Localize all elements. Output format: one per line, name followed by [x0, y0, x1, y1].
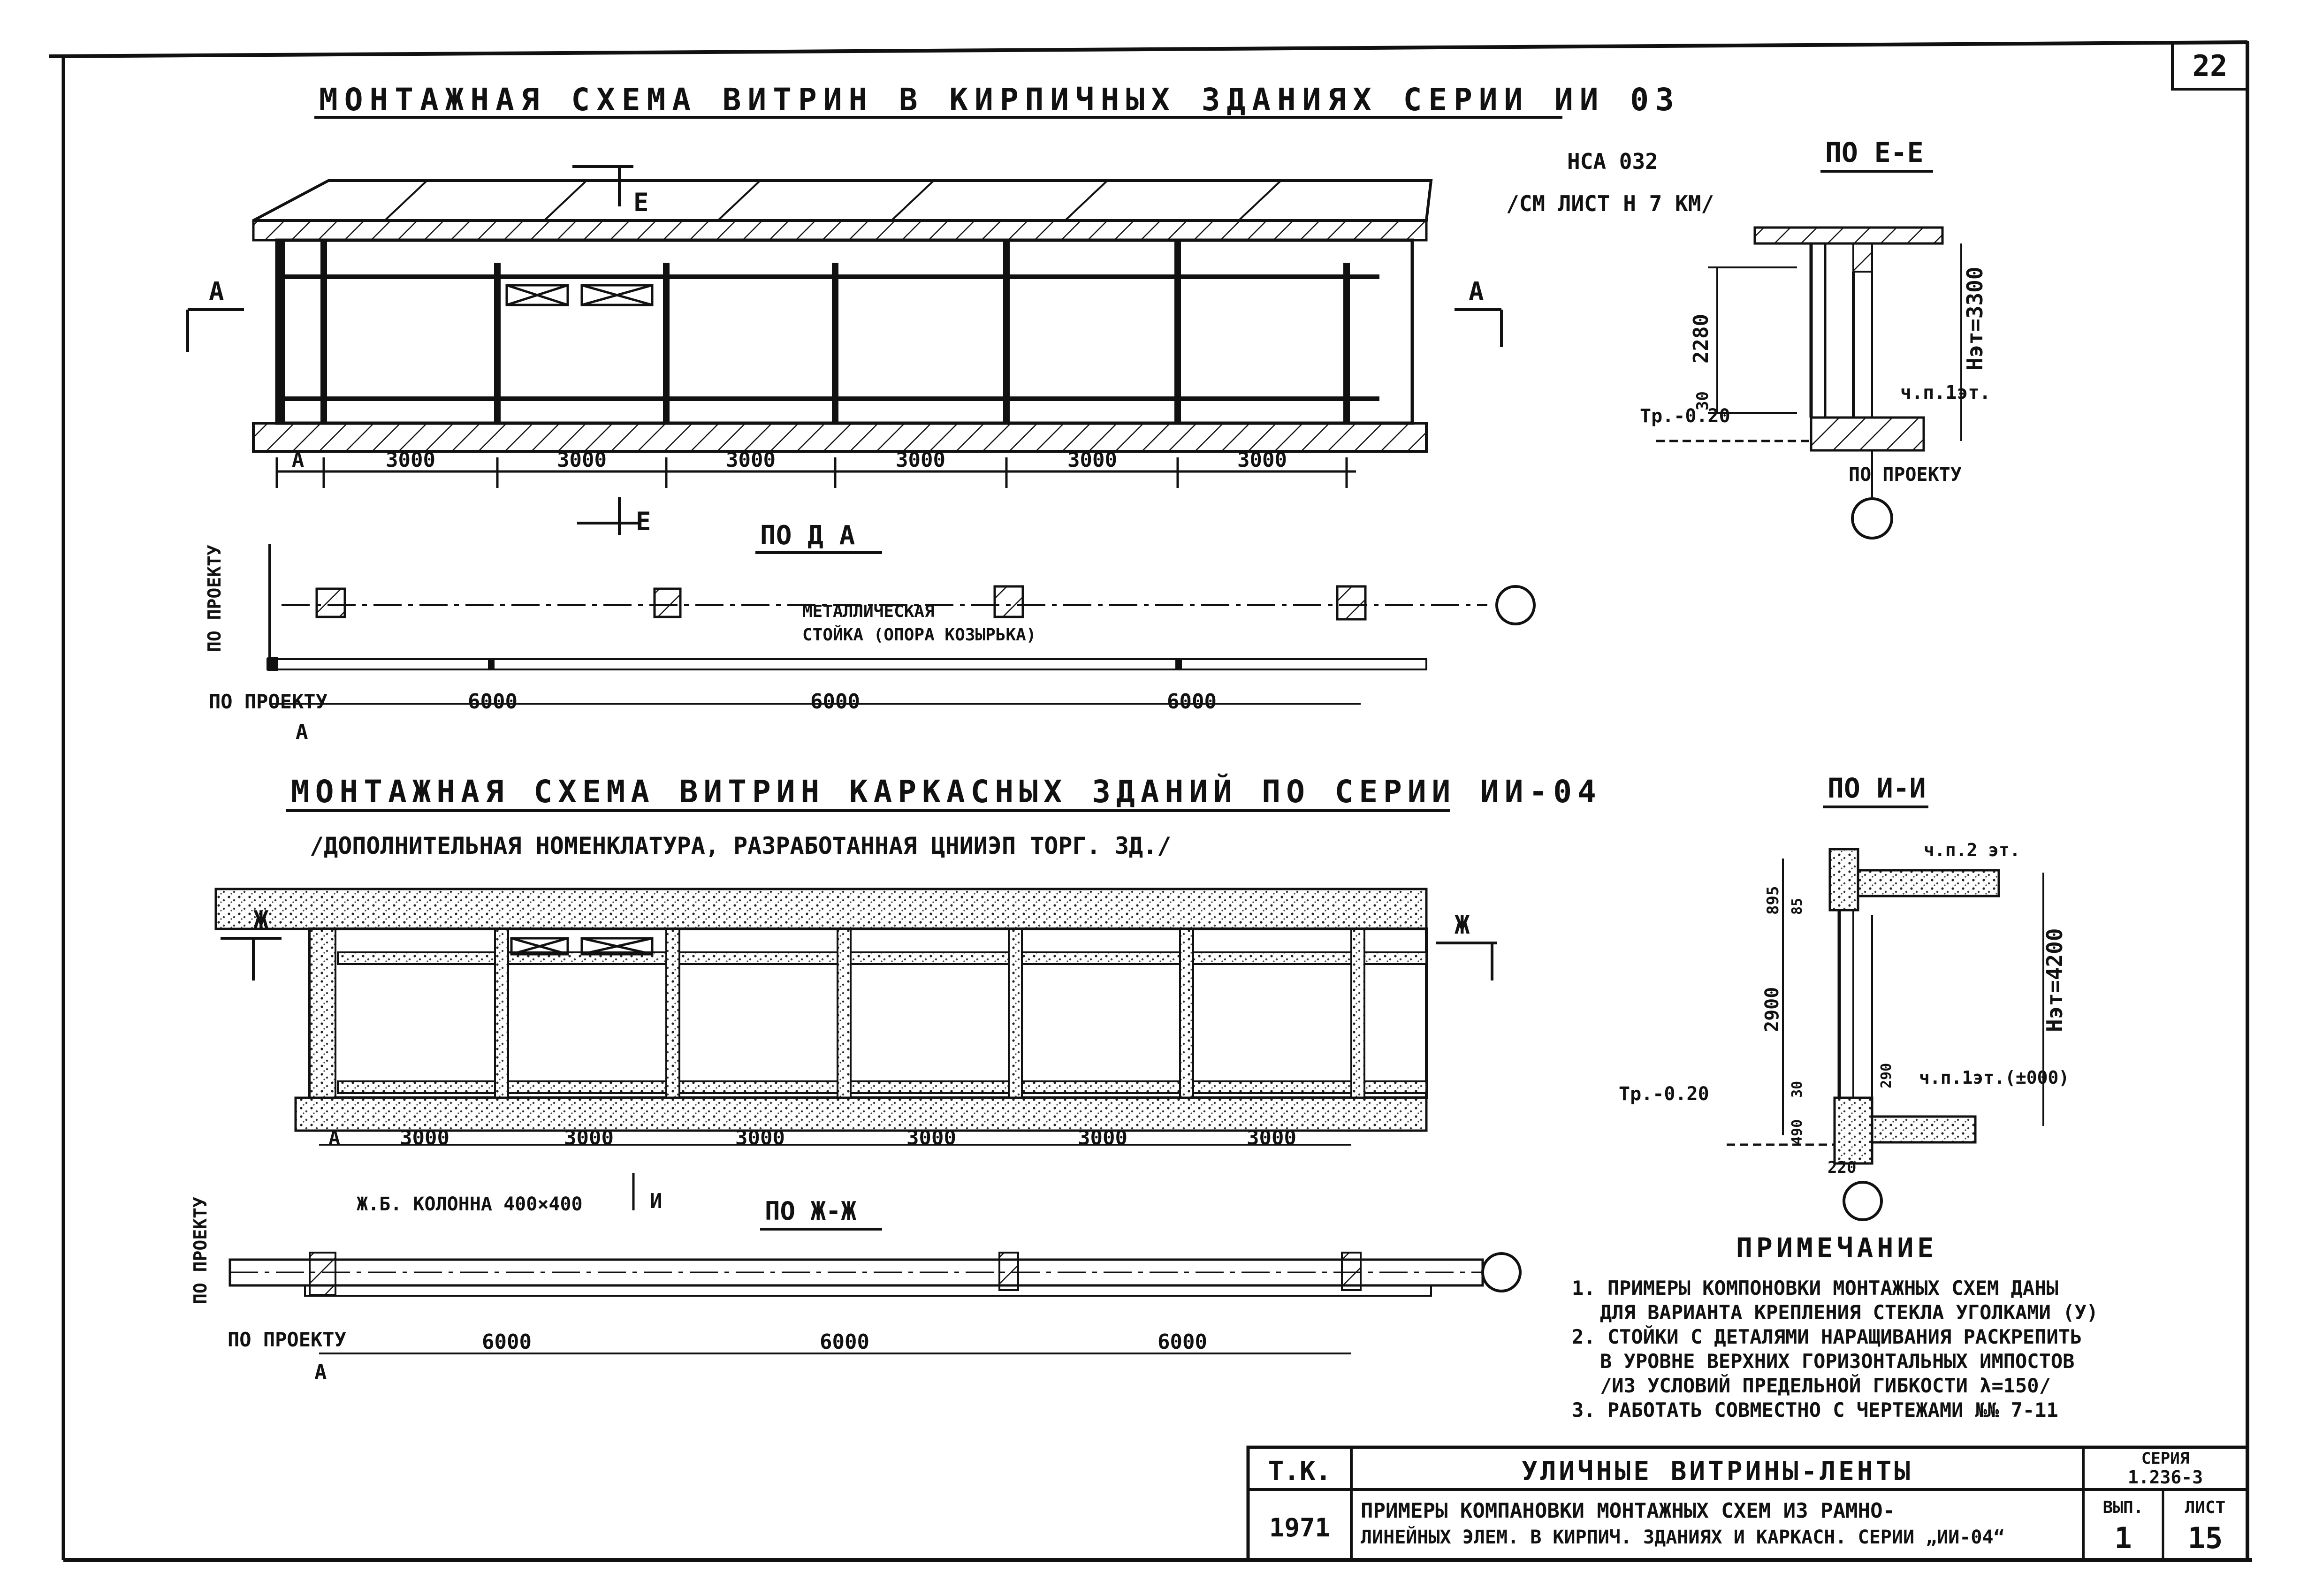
- plan2-view-title: ПО Ж-Ж: [765, 1196, 857, 1226]
- plan1-plan-dim-3: 6000: [1167, 690, 1217, 714]
- sectionI-dim-h: Нэт=4200: [2042, 928, 2067, 1032]
- plan1-dim-6: 3000: [1237, 448, 1287, 472]
- plan2-mark-left: Ж: [253, 905, 269, 935]
- plan1-dim-3: 3000: [726, 448, 776, 472]
- plan1-ref-code: НСА 032: [1567, 149, 1658, 174]
- title-issue-label: ВЫП.: [2103, 1498, 2144, 1517]
- title-main: УЛИЧНЫЕ ВИТРИНЫ-ЛЕНТЫ: [1522, 1456, 1913, 1487]
- sectionE-dim-2280: 2280: [1689, 314, 1713, 364]
- note-line-1: 1. ПРИМЕРЫ КОМПОНОВКИ МОНТАЖНЫХ СХЕМ ДАН…: [1572, 1277, 2058, 1300]
- sectionI-dim-290: 290: [1878, 1063, 1895, 1088]
- sectionI-level-1: ч.п.1эт.(±000): [1919, 1067, 2069, 1088]
- plan2-dim-4: 3000: [906, 1126, 956, 1150]
- plan2-dim-3: 3000: [735, 1126, 785, 1150]
- title-series-label: СЕРИЯ: [2141, 1449, 2189, 1468]
- plan1-mark-E-bottom: Е: [636, 507, 651, 536]
- plan1-dim-4: 3000: [896, 448, 945, 472]
- plan1-view-title: ПО Д А: [760, 520, 855, 551]
- plan2-mark-right: Ж: [1455, 910, 1470, 940]
- sectionE-block: ПО Е-Е 2280 30 Нэт=3300 Тр.-0.20 ч.п.1эт…: [1640, 137, 1991, 540]
- sectionI-dim-220: 220: [1828, 1158, 1856, 1177]
- plan2-plan-dim-3: 6000: [1158, 1330, 1207, 1354]
- note-line-3: 2. СТОЙКИ С ДЕТАЛЯМИ НАРАЩИВАНИЯ РАСКРЕП…: [1572, 1325, 2082, 1348]
- plan1-plan-dim-1: 6000: [468, 690, 518, 714]
- plan2-project-vertical: ПО ПРОЕКТУ: [190, 1197, 211, 1304]
- plan1-block: МОНТАЖНАЯ СХЕМА ВИТРИН В КИРПИЧНЫХ ЗДАНИ…: [186, 82, 1714, 744]
- sheet-number: 22: [2193, 49, 2228, 83]
- plan1-plan-axis: А: [296, 720, 308, 744]
- plan1-project-vertical: ПО ПРОЕКТУ: [204, 545, 225, 652]
- plan2-plan-axis: А: [314, 1360, 327, 1384]
- title-issue: 1: [2114, 1521, 2132, 1555]
- plan2-dim-2: 3000: [564, 1126, 614, 1150]
- plan1-axis-A: А: [292, 448, 305, 472]
- sheet-frame: 22: [49, 40, 2252, 1562]
- plan2-title: МОНТАЖНАЯ СХЕМА ВИТРИН КАРКАСНЫХ ЗДАНИЙ …: [291, 773, 1602, 810]
- sectionE-title: ПО Е-Е: [1825, 137, 1924, 168]
- title-block: Т.К. 1971 УЛИЧНЫЕ ВИТРИНЫ-ЛЕНТЫ ПРИМЕРЫ …: [1246, 1445, 2249, 1562]
- sectionI-block: ПО И-И ч.п.2 эт. 895 85 2900 30 490 290 …: [1619, 772, 2069, 1221]
- plan1-label-post: СТОЙКА (ОПОРА КОЗЫРЬКА): [802, 625, 1036, 645]
- plan2-dim-1: 3000: [400, 1126, 449, 1150]
- plan1-window-band: [275, 238, 1414, 425]
- plan2-subtitle: /ДОПОЛНИТЕЛЬНАЯ НОМЕНКЛАТУРА, РАЗРАБОТАН…: [310, 832, 1171, 859]
- sectionE-project: ПО ПРОЕКТУ: [1849, 464, 1962, 486]
- plan2-project-label: ПО ПРОЕКТУ: [228, 1328, 346, 1351]
- sectionI-title: ПО И-И: [1828, 772, 1926, 804]
- plan1-project-label: ПО ПРОЕКТУ: [209, 690, 327, 713]
- plan1-mark-A-right: А: [1469, 277, 1484, 306]
- plan1-plan-dim-2: 6000: [810, 690, 860, 714]
- title-desc-1: ПРИМЕРЫ КОМПАНОВКИ МОНТАЖНЫХ СХЕМ ИЗ РАМ…: [1361, 1499, 1895, 1523]
- title-desc-2: ЛИНЕЙНЫХ ЭЛЕМ. В КИРПИЧ. ЗДАНИЯХ И КАРКА…: [1361, 1526, 2005, 1548]
- title-series: 1.236-3: [2128, 1467, 2203, 1488]
- note-line-4: В УРОВНЕ ВЕРХНИХ ГОРИЗОНТАЛЬНЫХ ИМПОСТОВ: [1600, 1350, 2074, 1373]
- notes-block: ПРИМЕЧАНИЕ 1. ПРИМЕРЫ КОМПОНОВКИ МОНТАЖН…: [1572, 1232, 2098, 1421]
- note-line-5: /ИЗ УСЛОВИЙ ПРЕДЕЛЬНОЙ ГИБКОСТИ λ=150/: [1600, 1374, 2051, 1397]
- sectionE-dim-30: 30: [1693, 391, 1712, 410]
- sectionE-level-tr: Тр.-0.20: [1640, 405, 1730, 427]
- plan2-dim-6: 3000: [1247, 1126, 1296, 1150]
- plan1-title: МОНТАЖНАЯ СХЕМА ВИТРИН В КИРПИЧНЫХ ЗДАНИ…: [319, 82, 1681, 118]
- plan1-dim-5: 3000: [1067, 448, 1117, 472]
- title-sheet-label: ЛИСТ: [2185, 1498, 2226, 1517]
- title-code: Т.К.: [1268, 1456, 1332, 1487]
- sectionE-axis-bubble: [1851, 497, 1893, 540]
- sectionI-dim-85: 85: [1789, 898, 1805, 915]
- plan1-dim-2: 3000: [557, 448, 607, 472]
- plan2-plan-dim-1: 6000: [482, 1330, 532, 1354]
- sectionI-level-tr: Тр.-0.20: [1619, 1083, 1709, 1105]
- title-sheet: 15: [2188, 1521, 2223, 1555]
- plan1-label-metal: МЕТАЛЛИЧЕСКАЯ: [802, 602, 935, 621]
- note-line-2: ДЛЯ ВАРИАНТА КРЕПЛЕНИЯ СТЕКЛА УГОЛКАМИ (…: [1600, 1301, 2098, 1324]
- plan2-column-label: Ж.Б. КОЛОННА 400×400: [357, 1193, 583, 1215]
- sectionI-level-2: ч.п.2 эт.: [1924, 840, 2020, 860]
- plan2-plan-dim-2: 6000: [820, 1330, 869, 1354]
- plan1-ref-note: /СМ ЛИСТ Н 7 КМ/: [1506, 191, 1714, 216]
- plan2-axis-A: А: [328, 1126, 340, 1149]
- note-line-6: 3. РАБОТАТЬ СОВМЕСТНО С ЧЕРТЕЖАМИ №№ 7-1…: [1572, 1398, 2058, 1421]
- plan1-mark-E-top: Е: [633, 188, 649, 217]
- sectionE-dim-h: Нэт=3300: [1962, 266, 1988, 371]
- sectionE-level-floor: ч.п.1эт.: [1900, 382, 1991, 403]
- plan1-dim-1: 3000: [386, 448, 435, 472]
- sectionI-axis-bubble: [1843, 1181, 1883, 1221]
- plan2-block: МОНТАЖНАЯ СХЕМА ВИТРИН КАРКАСНЫХ ЗДАНИЙ …: [190, 773, 1602, 1384]
- sectionI-dim-490: 490: [1789, 1119, 1805, 1145]
- plan1-mark-A-left: А: [209, 277, 224, 306]
- notes-title: ПРИМЕЧАНИЕ: [1736, 1232, 1937, 1264]
- sectionI-dim-30: 30: [1789, 1081, 1805, 1098]
- plan2-mark-I: И: [650, 1189, 663, 1213]
- sectionI-dim-2900: 2900: [1761, 987, 1783, 1032]
- plan1-axis-bubble: [1495, 585, 1536, 625]
- plan2-axis-bubble: [1481, 1252, 1522, 1292]
- sectionI-dim-895: 895: [1764, 886, 1782, 915]
- title-year: 1971: [1269, 1513, 1330, 1543]
- plan2-dim-5: 3000: [1078, 1126, 1127, 1150]
